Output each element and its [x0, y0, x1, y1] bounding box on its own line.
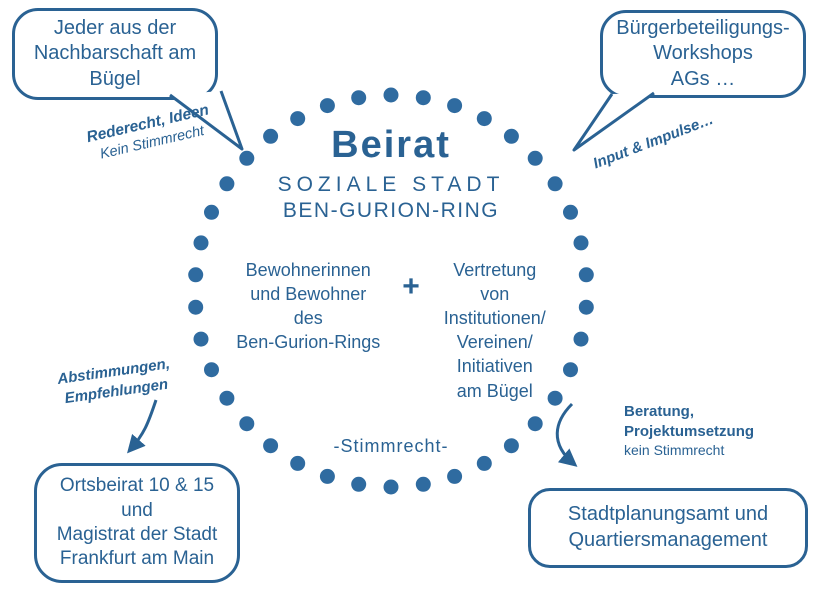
box-stadtplanungsamt: Stadtplanungsamt und Quartiersmanagement	[528, 488, 808, 568]
ring-dot	[188, 299, 204, 315]
ring-dot	[351, 90, 367, 106]
plus-sign: +	[402, 270, 420, 303]
bubble-workshops-text: Bürgerbeteiligungs- Workshops AGs …	[616, 16, 790, 90]
ring-dot	[290, 455, 306, 471]
members-residents: Bewohnerinnen und Bewohner des Ben-Gurio…	[236, 260, 381, 353]
ring-dot	[188, 267, 204, 283]
ring-dot	[527, 416, 543, 432]
ring-subtitle-soziale-stadt: SOZIALE STADT	[277, 173, 505, 196]
members-institutions: Vertretung von Institutionen/ Vereinen/ …	[443, 260, 546, 401]
ring-dot	[573, 331, 589, 347]
box-ortsbeirat: Ortsbeirat 10 & 15 und Magistrat der Sta…	[34, 463, 240, 583]
bubble-neighborhood: Jeder aus der Nachbarschaft am Bügel	[12, 8, 218, 100]
ring-dot	[319, 98, 335, 114]
ring-dot	[193, 235, 209, 251]
ring-dot	[447, 98, 463, 114]
bubble-neighborhood-text: Jeder aus der Nachbarschaft am Bügel	[33, 16, 197, 90]
ring-dot	[383, 87, 399, 103]
label-abstimmungen: Abstimmungen, Empfehlungen	[56, 355, 171, 407]
ring-members-row: Bewohnerinnen und Bewohner des Ben-Gurio…	[216, 258, 568, 403]
ring-voting-right: -Stimmrecht-	[333, 436, 449, 456]
ring-dot	[239, 416, 255, 432]
ring-dot	[415, 476, 431, 492]
ring-dot	[351, 476, 367, 492]
box-ortsbeirat-text: Ortsbeirat 10 & 15 und Magistrat der Sta…	[56, 475, 218, 570]
ring-subtitle-ben-gurion-ring: BEN-GURION-RING	[282, 199, 500, 222]
ring-dot	[578, 267, 594, 283]
bubble-workshops: Bürgerbeteiligungs- Workshops AGs …	[600, 10, 806, 98]
label-rederecht: Rederecht, Ideen Kein Stimmrecht	[68, 97, 233, 171]
ring-dot	[415, 90, 431, 106]
ring-dot	[319, 468, 335, 484]
ring-dot	[193, 331, 209, 347]
ring-dot	[447, 468, 463, 484]
box-stadtplanungsamt-text: Stadtplanungsamt und Quartiersmanagement	[567, 503, 769, 551]
ring-dot	[578, 299, 594, 315]
arrow-to-ortsbeirat	[127, 399, 158, 454]
ring-title: Beirat	[331, 124, 451, 166]
label-beratung-bold: Beratung, Projektumsetzung	[624, 403, 755, 440]
label-input-impulse: Input & Impulse…	[590, 110, 716, 173]
label-beratung: Beratung, Projektumsetzung kein Stimmrec…	[624, 402, 794, 459]
ring-dot	[476, 455, 492, 471]
ring-dot	[383, 479, 399, 495]
ring-dot	[573, 235, 589, 251]
label-beratung-normal: kein Stimmrecht	[624, 442, 725, 458]
